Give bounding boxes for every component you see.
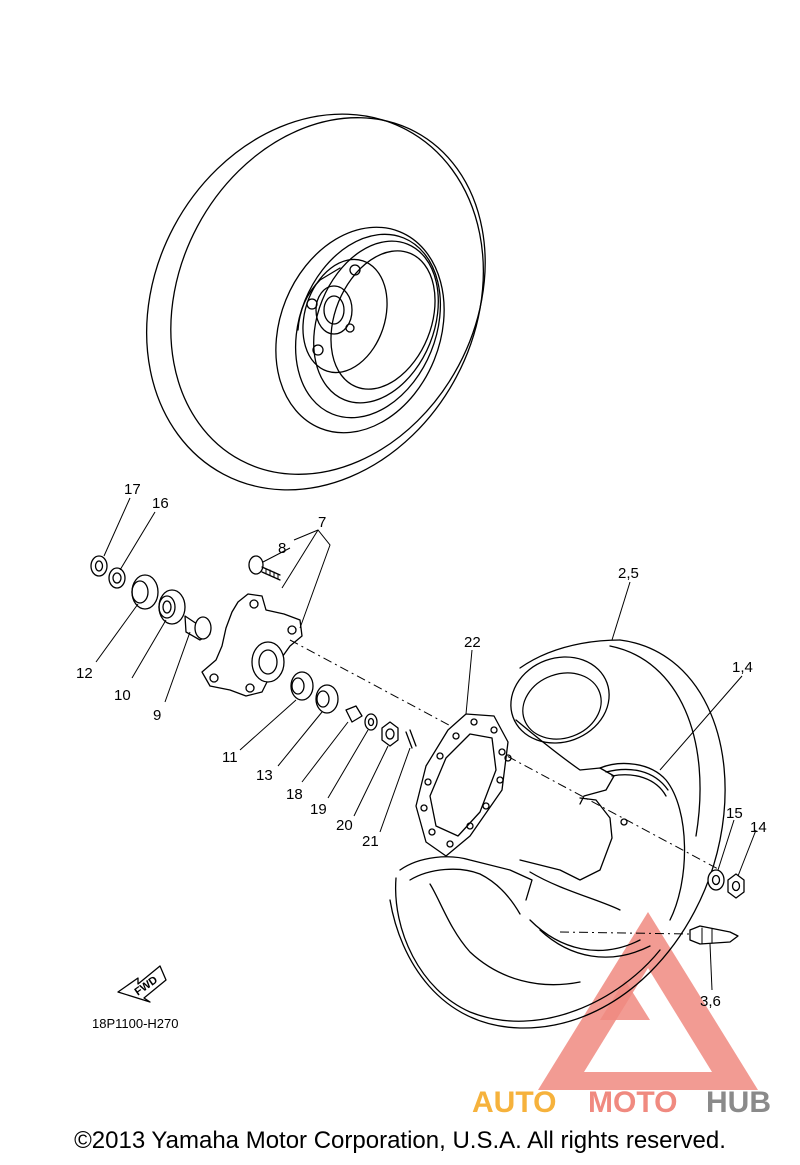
watermark-auto: AUTO — [472, 1086, 556, 1119]
callout-labels: 17 16 12 10 9 8 7 11 13 18 19 20 21 22 2… — [76, 481, 767, 1010]
callout-2-5: 2,5 — [618, 565, 639, 582]
callout-10: 10 — [114, 687, 131, 704]
callout-18: 18 — [286, 786, 303, 803]
callout-16: 16 — [152, 495, 169, 512]
copyright-notice: ©2013 Yamaha Motor Corporation, U.S.A. A… — [74, 1127, 726, 1154]
callout-3-6: 3,6 — [700, 993, 721, 1010]
callout-15: 15 — [726, 805, 743, 822]
callout-12: 12 — [76, 665, 93, 682]
callout-8: 8 — [278, 540, 286, 557]
fwd-arrow-icon: FWD — [117, 965, 167, 1003]
watermark-hub: HUB — [706, 1086, 771, 1119]
callout-21: 21 — [362, 833, 379, 850]
brake-disc-drawing — [415, 713, 509, 857]
leader-lines — [95, 497, 757, 991]
callout-14: 14 — [750, 819, 767, 836]
callout-22: 22 — [464, 634, 481, 651]
callout-13: 13 — [256, 767, 273, 784]
callout-19: 19 — [310, 801, 327, 818]
axis-line — [289, 639, 721, 871]
callout-9: 9 — [153, 707, 161, 724]
split-wheel-drawing — [389, 639, 726, 1029]
callout-20: 20 — [336, 817, 353, 834]
watermark-logo — [538, 912, 758, 1090]
nut-washer-drawing — [707, 869, 745, 899]
callout-11: 11 — [222, 749, 238, 766]
hub-parts-drawing — [90, 555, 417, 749]
watermark-text: AUTO MOTO HUB — [472, 1086, 771, 1119]
valve-stem-drawing — [559, 925, 739, 945]
diagram-reference-code: 18P1100-H270 — [92, 1016, 179, 1031]
callout-1-4: 1,4 — [732, 659, 753, 676]
watermark-moto: MOTO — [588, 1086, 677, 1119]
callout-17: 17 — [124, 481, 141, 498]
callout-7: 7 — [318, 514, 326, 531]
assembled-wheel-drawing — [146, 113, 486, 491]
